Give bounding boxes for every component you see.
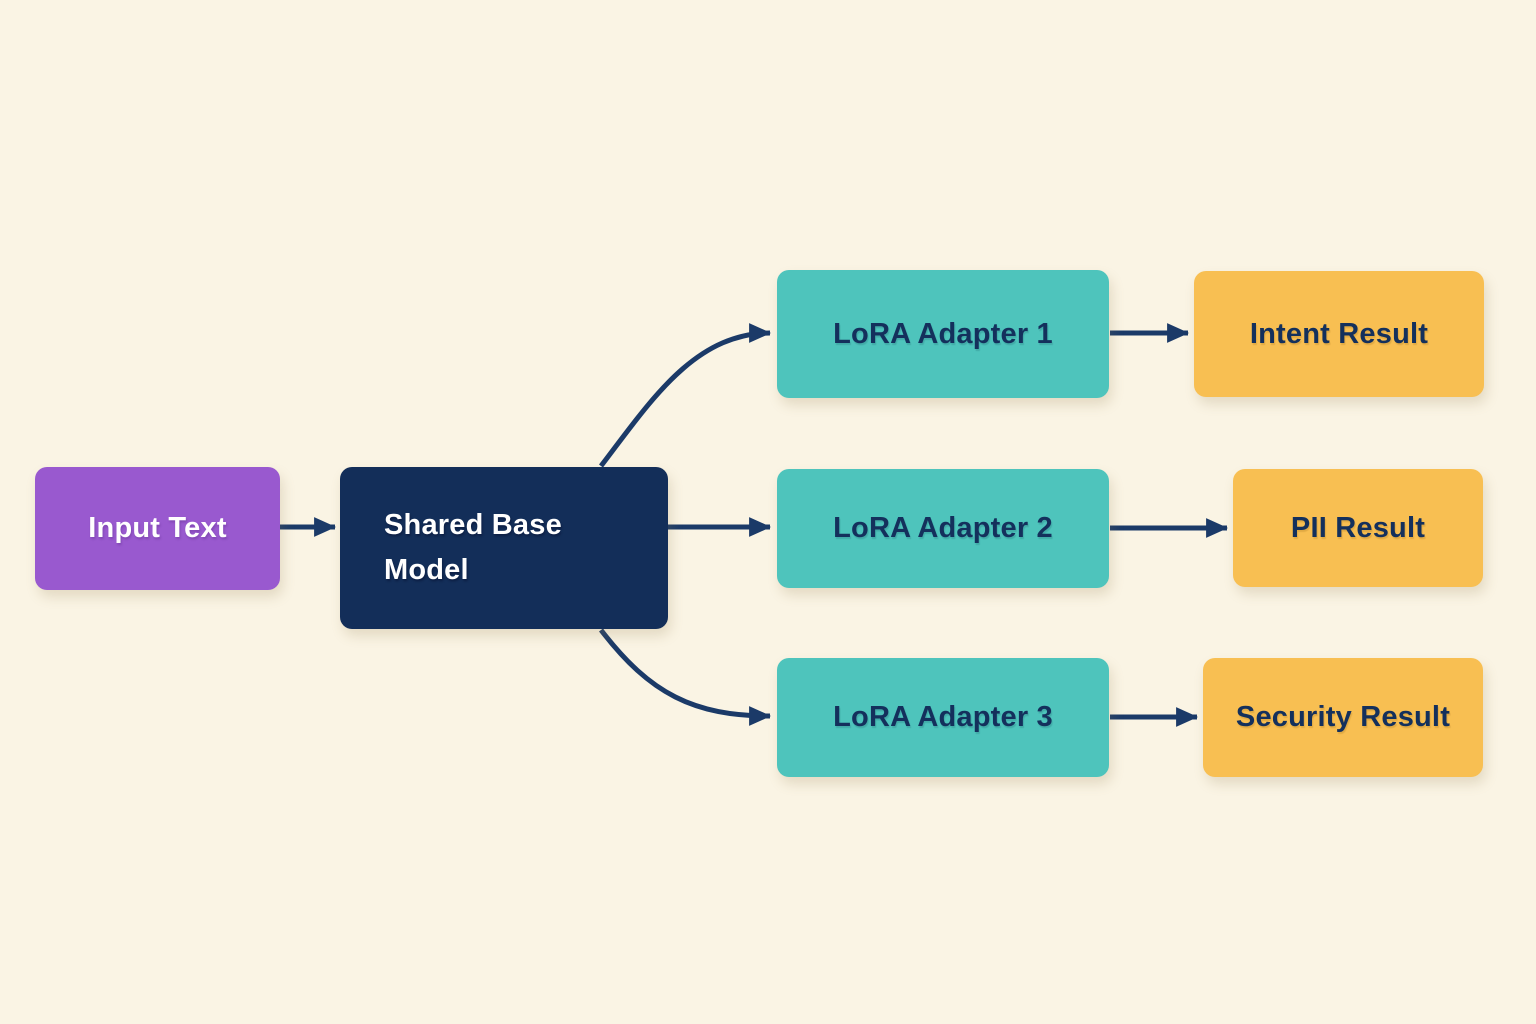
node-intent-result-label: Intent Result (1249, 317, 1429, 350)
node-lora-adapter-3: LoRA Adapter 3 (777, 658, 1109, 777)
node-security-result: Security Result (1203, 658, 1483, 777)
node-shared-base-model: Shared Base Model (340, 467, 668, 629)
node-lora-adapter-2-label: LoRA Adapter 2 (833, 512, 1053, 544)
edge-base-to-adapter1 (599, 323, 772, 468)
node-shared-base-model-label: Shared Base Model (384, 509, 562, 586)
node-lora-adapter-1-label: LoRA Adapter 1 (833, 317, 1053, 350)
node-lora-adapter-3-label: LoRA Adapter 3 (833, 701, 1053, 733)
node-lora-adapter-1: LoRA Adapter 1 (777, 270, 1109, 398)
node-intent-result: Intent Result (1194, 271, 1484, 397)
node-input-text-label: Input Text (88, 512, 227, 544)
edge-base-to-adapter3 (599, 628, 772, 726)
node-lora-adapter-2: LoRA Adapter 2 (777, 469, 1109, 588)
node-security-result-label: Security Result (1235, 701, 1451, 733)
node-pii-result-label: PII Result (1290, 511, 1426, 544)
node-pii-result: PII Result (1233, 469, 1483, 587)
node-input-text: Input Text (35, 467, 280, 590)
